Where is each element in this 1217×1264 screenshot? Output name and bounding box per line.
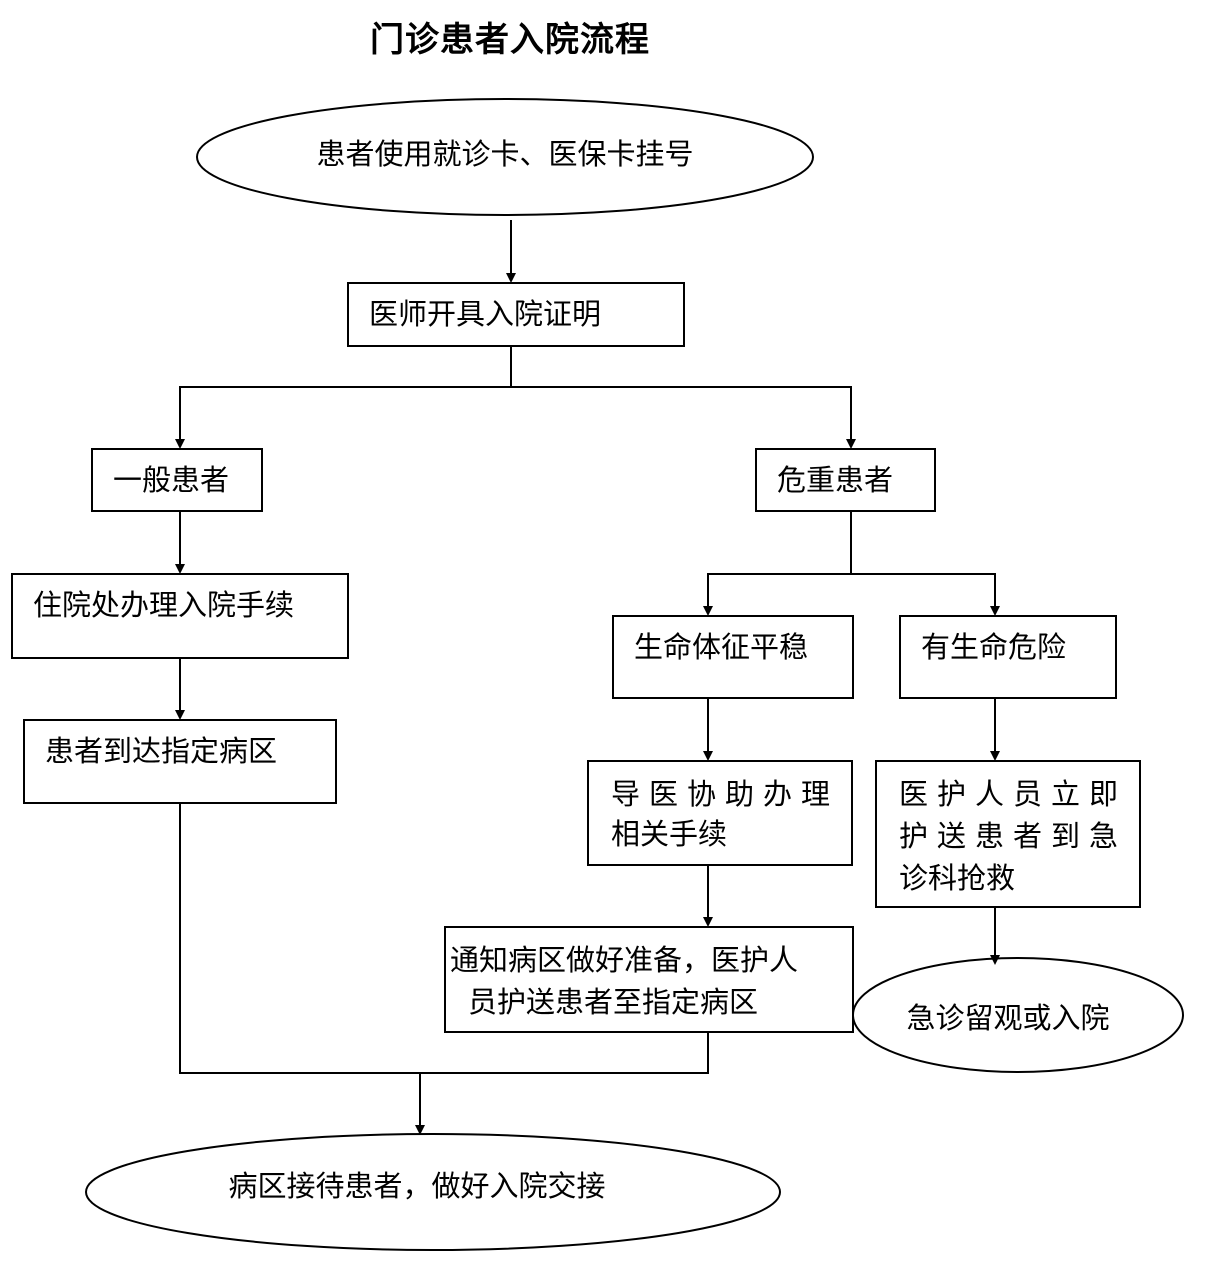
page-title: 门诊患者入院流程: [370, 20, 650, 60]
node-danger: 有生命危险: [899, 615, 1117, 699]
node-guide: 导医协助办理 相关手续: [587, 760, 853, 866]
node-stable-label: 生命体征平稳: [634, 630, 809, 664]
node-guide-label-line1: 导医协助办理: [611, 777, 840, 811]
node-arrive-ward: 患者到达指定病区: [23, 719, 337, 804]
node-rescue-label-line2: 护送患者到急: [899, 819, 1128, 853]
node-guide-label-line2: 相关手续: [611, 817, 728, 851]
node-general-label: 一般患者: [113, 463, 230, 497]
node-ward-receive-label: 病区接待患者，做好入院交接: [228, 1169, 606, 1203]
node-danger-label: 有生命危险: [921, 630, 1067, 664]
connector-critical-split: [703, 511, 852, 616]
node-admission-procedures-label: 住院处办理入院手续: [33, 588, 295, 622]
end-ellipse: [85, 1133, 781, 1251]
node-rescue-label-line3: 诊科抢救: [899, 861, 1016, 895]
node-rescue: 医护人员立即 护送患者到急 诊科抢救: [875, 760, 1141, 908]
node-observe-label: 急诊留观或入院: [906, 1001, 1110, 1035]
node-notify-label-line1: 通知病区做好准备，医护人: [450, 943, 799, 977]
node-critical-label: 危重患者: [777, 463, 894, 497]
node-admission-procedures: 住院处办理入院手续: [11, 573, 349, 659]
node-critical: 危重患者: [755, 448, 936, 512]
node-stable: 生命体征平稳: [612, 615, 854, 699]
connector-to-danger: [851, 573, 1000, 616]
start-ellipse: [196, 98, 814, 216]
node-rescue-label-line1: 医护人员立即: [899, 777, 1128, 811]
connector-arrive-to-merge: [179, 803, 709, 1074]
connector-certificate-split: [175, 346, 512, 449]
node-arrive-ward-label: 患者到达指定病区: [45, 734, 278, 768]
node-notify-label-line2: 员护送患者至指定病区: [468, 985, 759, 1019]
node-notify: 通知病区做好准备，医护人 员护送患者至指定病区: [444, 926, 854, 1033]
connector-to-critical: [511, 386, 856, 449]
node-general: 一般患者: [91, 448, 263, 512]
node-certificate: 医师开具入院证明: [347, 282, 685, 347]
node-register-label: 患者使用就诊卡、医保卡挂号: [316, 137, 694, 171]
node-certificate-label: 医师开具入院证明: [369, 297, 602, 331]
